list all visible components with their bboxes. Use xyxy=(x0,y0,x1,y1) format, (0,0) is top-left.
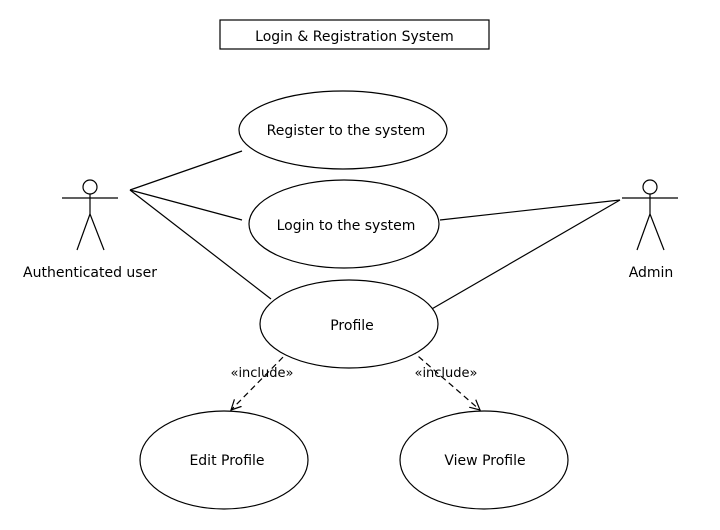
associations xyxy=(129,150,621,311)
include-dependencies: «include» «include» xyxy=(230,349,480,410)
actor-authenticated-user: Authenticated user xyxy=(23,179,157,281)
system-title: Login & Registration System xyxy=(219,19,490,50)
assoc-user-profile xyxy=(129,189,272,300)
include-edit-arrow xyxy=(231,349,291,410)
title-box xyxy=(219,19,490,50)
stick-figure-icon xyxy=(622,179,678,251)
actor-admin: Admin xyxy=(622,179,678,281)
edit-profile-label: Edit Profile xyxy=(189,453,264,469)
view-profile-label: View Profile xyxy=(444,453,525,469)
actor-admin-label: Admin xyxy=(629,265,674,281)
stick-figure-icon xyxy=(62,179,118,251)
use-case-register: Register to the system xyxy=(238,90,448,170)
use-case-edit-profile: Edit Profile xyxy=(139,410,309,510)
edit-profile-ellipse xyxy=(139,410,309,510)
use-case-login: Login to the system xyxy=(248,179,440,269)
profile-ellipse xyxy=(259,279,439,369)
assoc-admin-profile xyxy=(429,199,621,311)
assoc-user-login xyxy=(129,189,243,221)
profile-label: Profile xyxy=(330,318,374,334)
title-text: Login & Registration System xyxy=(255,29,454,45)
view-profile-ellipse xyxy=(399,410,569,510)
use-case-view-profile: View Profile xyxy=(399,410,569,510)
assoc-user-register xyxy=(129,150,243,191)
login-ellipse xyxy=(248,179,440,269)
include-view-arrow xyxy=(410,349,480,410)
assoc-admin-login xyxy=(439,199,621,221)
login-label: Login to the system xyxy=(277,218,416,234)
include-view-label: «include» xyxy=(414,366,477,381)
register-ellipse xyxy=(238,90,448,170)
actor-authenticated-user-label: Authenticated user xyxy=(23,265,157,281)
use-case-profile: Profile xyxy=(259,279,439,369)
register-label: Register to the system xyxy=(267,123,426,139)
include-edit-label: «include» xyxy=(230,366,293,381)
